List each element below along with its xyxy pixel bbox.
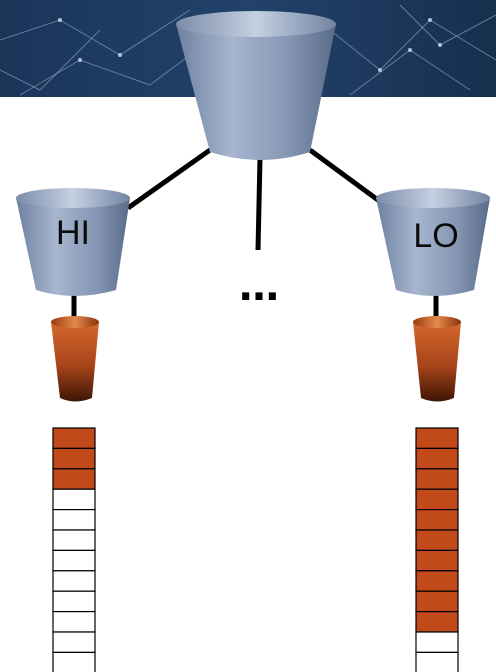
- hi-queue-slot-2: [52, 447, 96, 470]
- lo-queue-slot-1: [415, 427, 459, 449]
- hi-queue-slot-7: [52, 549, 96, 572]
- hi-queue-slot-8: [52, 570, 96, 592]
- lo-token-bucket: [413, 316, 461, 402]
- lo-queue-slot-9: [415, 590, 459, 613]
- lo-packet-queue: [415, 427, 459, 672]
- lo-queue-slot-7: [415, 549, 459, 572]
- link-root-middle: [255, 157, 263, 251]
- lo-queue-slot-2: [415, 447, 459, 470]
- hi-queue-slot-3: [52, 468, 96, 490]
- hi-token-bucket: [51, 316, 99, 402]
- lo-queue-slot-4: [415, 488, 459, 511]
- lo-queue-slot-12: [415, 651, 459, 672]
- hi-queue-slot-12: [52, 651, 96, 672]
- lo-queue-slot-10: [415, 610, 459, 633]
- hi-packet-queue: [52, 427, 96, 672]
- lo-bucket-label: LO: [413, 217, 458, 255]
- ellipsis: …: [239, 264, 279, 310]
- hi-queue-slot-10: [52, 610, 96, 633]
- hi-queue-slot-11: [52, 631, 96, 653]
- lo-queue-slot-11: [415, 631, 459, 653]
- hi-bucket: HI: [16, 188, 130, 296]
- lo-queue-slot-3: [415, 468, 459, 490]
- lo-queue-slot-6: [415, 529, 459, 551]
- hi-queue-slot-4: [52, 488, 96, 511]
- link-root-left: [126, 147, 212, 211]
- root-bucket: [176, 11, 336, 160]
- hi-queue-slot-1: [52, 427, 96, 449]
- lo-queue-slot-8: [415, 570, 459, 592]
- lo-queue-slot-5: [415, 509, 459, 531]
- lo-bucket: LO: [376, 188, 490, 296]
- hi-queue-slot-5: [52, 509, 96, 531]
- hi-bucket-label: HI: [56, 214, 90, 252]
- link-root-right: [308, 147, 384, 206]
- hi-queue-slot-9: [52, 590, 96, 613]
- hi-queue-slot-6: [52, 529, 96, 551]
